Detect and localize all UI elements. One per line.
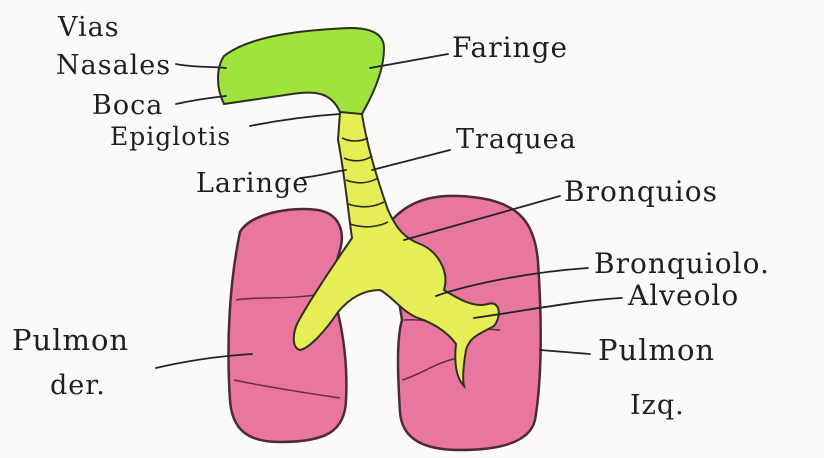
label-boca: Boca	[92, 92, 163, 119]
label-nasales: Nasales	[56, 52, 171, 79]
label-faringe: Faringe	[452, 34, 568, 62]
label-traquea: Traquea	[456, 126, 577, 153]
label-pulmon-izq-line1: Pulmon	[598, 336, 715, 365]
label-pulmon-der-line2: der.	[50, 372, 106, 399]
label-laringe: Laringe	[196, 170, 309, 197]
label-alveolo: Alveolo	[628, 282, 739, 310]
label-pulmon-der-line1: Pulmon	[12, 326, 129, 355]
pharynx-shape	[218, 28, 384, 117]
label-bronquios: Bronquios	[564, 178, 718, 206]
label-pulmon-izq-line2: Izq.	[630, 392, 685, 419]
label-bronquiolo: Bronquiolo.	[594, 250, 770, 278]
label-vias: Vias	[58, 14, 120, 41]
label-epiglotis: Epiglotis	[110, 124, 231, 149]
